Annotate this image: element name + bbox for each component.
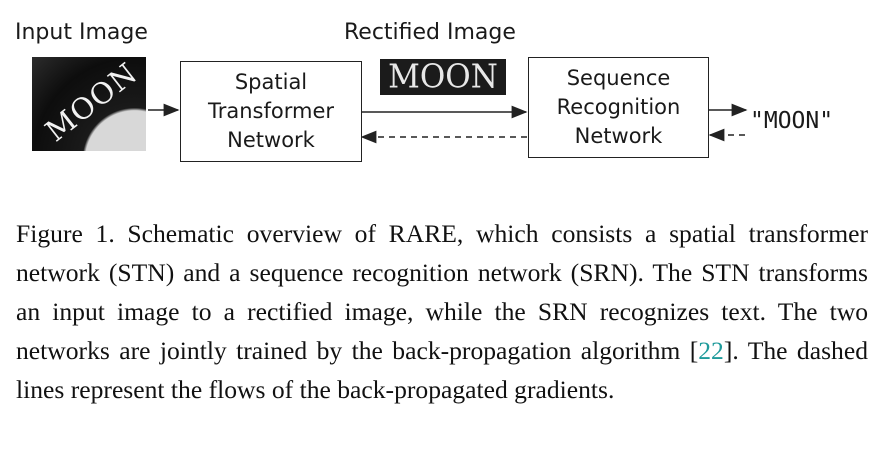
rectified-image-word: MOON (388, 58, 498, 96)
stn-box: Spatial Transformer Network (180, 61, 362, 162)
figure-caption: Figure 1. Schematic overview of RARE, wh… (16, 214, 868, 409)
srn-line-1: Sequence (567, 64, 671, 93)
stn-line-2: Transformer (208, 97, 334, 126)
output-text: "MOON" (750, 108, 833, 134)
stn-line-3: Network (227, 126, 315, 155)
input-image: MOON (32, 57, 146, 151)
rectified-image: MOON (380, 59, 506, 95)
rare-schematic-diagram: Input Image Rectified Image MOON Spatial… (0, 0, 878, 190)
input-image-word: MOON (39, 57, 144, 148)
stn-line-1: Spatial (235, 68, 307, 97)
srn-line-2: Recognition (557, 93, 681, 122)
citation-link[interactable]: 22 (698, 336, 724, 365)
srn-box: Sequence Recognition Network (528, 57, 709, 158)
srn-line-3: Network (575, 122, 663, 151)
